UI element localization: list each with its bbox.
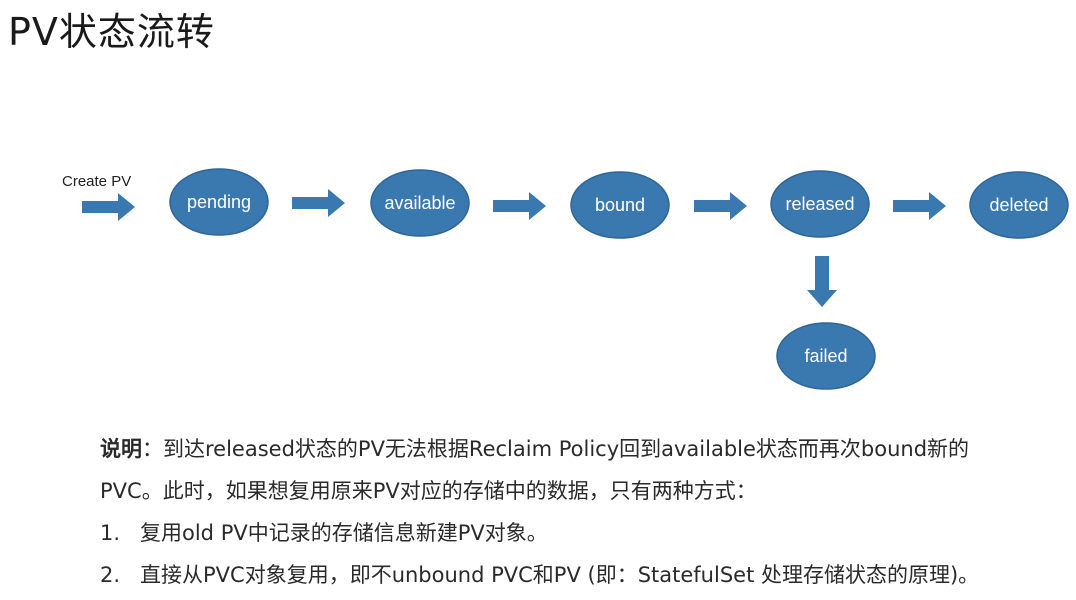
state-node-bound: bound: [570, 171, 670, 239]
state-label-pending: pending: [187, 192, 251, 212]
state-label-available: available: [384, 193, 455, 213]
note-label: 说明: [100, 437, 142, 461]
page-title: PV状态流转: [8, 10, 215, 54]
note-text-2: PVC。此时，如果想复用原来PV对应的存储中的数据，只有两种方式：: [100, 479, 757, 503]
state-label-failed: failed: [804, 346, 847, 366]
list-item-number: 1.: [100, 521, 121, 545]
list-item: 1. 复用old PV中记录的存储信息新建PV对象。: [100, 516, 1060, 558]
list-item-number: 2.: [100, 563, 121, 587]
state-node-released: released: [770, 170, 870, 238]
state-flow-diagram: Create PV pending available bound releas…: [62, 168, 1069, 390]
list-item-text: 直接从PVC对象复用，即不unbound PVC和PV (即：StatefulS…: [140, 563, 980, 587]
start-label: Create PV: [62, 173, 131, 190]
state-node-failed: failed: [776, 322, 876, 390]
note-colon: ：: [142, 437, 163, 461]
arrow-start-to-pending: [82, 193, 135, 221]
arrow-released-to-deleted: [893, 192, 946, 220]
note-text-1: 到达released状态的PV无法根据Reclaim Policy回到avail…: [163, 437, 970, 461]
note-line-1: 说明：到达released状态的PV无法根据Reclaim Policy回到av…: [100, 432, 1060, 474]
list-item-text: 复用old PV中记录的存储信息新建PV对象。: [140, 521, 548, 545]
state-node-available: available: [370, 169, 470, 237]
list-item: 2. 直接从PVC对象复用，即不unbound PVC和PV (即：Statefu…: [100, 558, 1060, 600]
arrow-pending-to-available: [292, 189, 345, 217]
state-node-deleted: deleted: [969, 171, 1069, 239]
explanation-notes: 说明：到达released状态的PV无法根据Reclaim Policy回到av…: [100, 432, 1060, 600]
state-label-deleted: deleted: [989, 195, 1048, 215]
arrow-bound-to-released: [694, 192, 747, 220]
state-label-released: released: [785, 194, 854, 214]
state-node-pending: pending: [169, 168, 269, 236]
note-line-2: PVC。此时，如果想复用原来PV对应的存储中的数据，只有两种方式：: [100, 474, 1060, 516]
arrow-available-to-bound: [493, 192, 546, 220]
state-label-bound: bound: [595, 195, 645, 215]
arrow-released-to-failed: [807, 256, 837, 307]
